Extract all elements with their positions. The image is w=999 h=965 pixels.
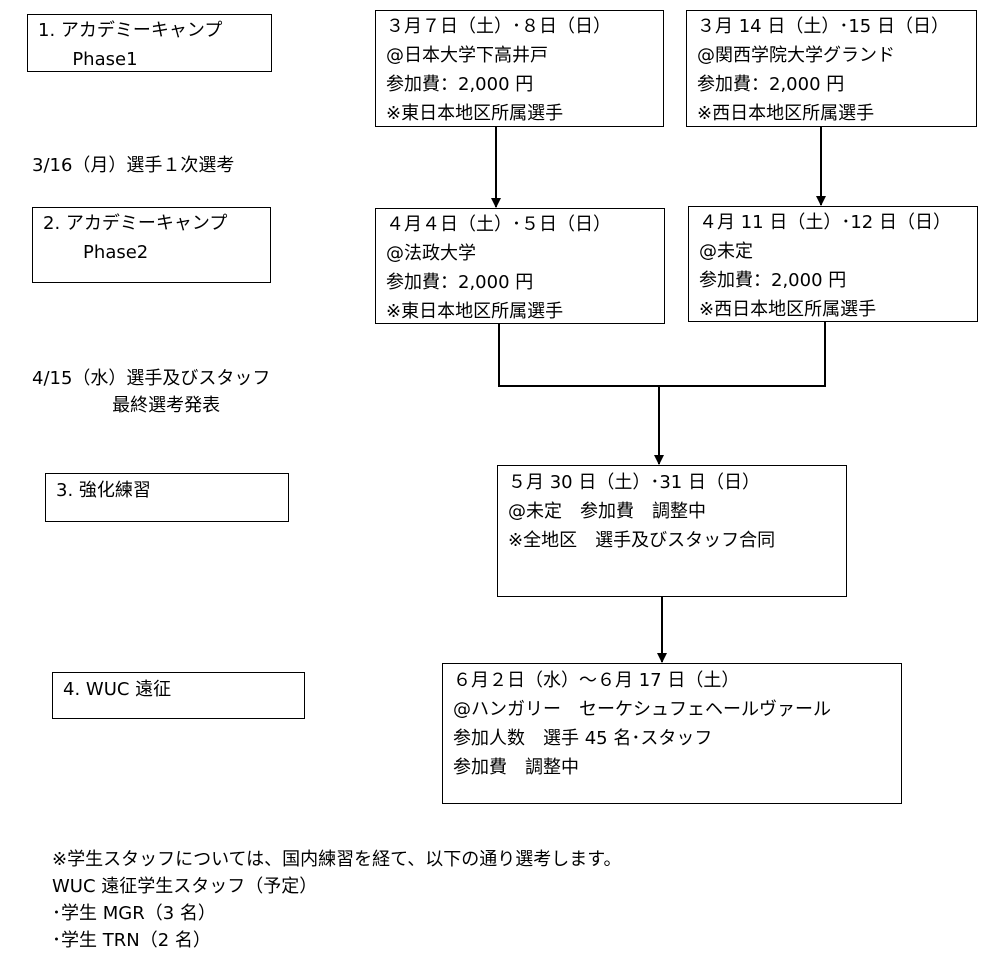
wuc-fee: 参加費 調整中: [453, 757, 579, 778]
phase2-west-venue: @未定: [699, 241, 753, 262]
phase1-east-venue: @日本大学下高井戸: [386, 45, 548, 66]
phase1-west-fee: 参加費：2,000 円: [697, 74, 845, 95]
stage-1-title: 1. アカデミーキャンプ: [38, 20, 223, 41]
phase1-west-box: ３月 14 日（土）･15 日（日） @関西学院大学グランド 参加費：2,000…: [686, 10, 977, 127]
stage-2-box: 2. アカデミーキャンプ Phase2: [32, 207, 271, 283]
stage-2-phase: Phase2: [43, 242, 149, 263]
wuc-venue: @ハンガリー セーケシュフェヘールヴァール: [453, 699, 831, 720]
wuc-date: ６月２日（水）～６月 17 日（土）: [453, 670, 740, 691]
stage-4-title: 4. WUC 遠征: [63, 679, 172, 700]
phase2-east-venue: @法政大学: [386, 243, 476, 264]
phase1-west-date: ３月 14 日（土）･15 日（日）: [697, 16, 949, 37]
final-selection-line-1: 4/15（水）選手及びスタッフ: [32, 368, 271, 389]
stage-4-box: 4. WUC 遠征: [52, 672, 305, 719]
phase2-east-eligibility: ※東日本地区所属選手: [386, 301, 564, 322]
stage-3-title: 3. 強化練習: [56, 480, 151, 501]
footer-line-2: WUC 遠征学生スタッフ（予定）: [52, 876, 318, 897]
stage-3-box: 3. 強化練習: [45, 473, 289, 522]
first-selection-note: 3/16（月）選手１次選考: [32, 152, 234, 179]
phase1-east-date: ３月７日（土）･８日（日）: [386, 16, 611, 37]
final-selection-line-2: 最終選考発表: [32, 395, 221, 416]
stage-1-phase: Phase1: [38, 49, 138, 70]
stage-2-title: 2. アカデミーキャンプ: [43, 213, 228, 234]
footer-line-1: ※学生スタッフについては、国内練習を経て、以下の通り選考します。: [52, 849, 622, 870]
first-selection-text: 3/16（月）選手１次選考: [32, 155, 235, 176]
phase1-west-eligibility: ※西日本地区所属選手: [697, 103, 875, 124]
phase2-west-box: ４月 11 日（土）･12 日（日） @未定 参加費：2,000 円 ※西日本地…: [688, 206, 978, 322]
phase2-west-fee: 参加費：2,000 円: [699, 270, 847, 291]
phase2-west-date: ４月 11 日（土）･12 日（日）: [699, 212, 951, 233]
phase1-west-venue: @関西学院大学グランド: [697, 45, 895, 66]
merge-line-phase2: [498, 322, 826, 387]
footer-note: ※学生スタッフについては、国内練習を経て、以下の通り選考します。 WUC 遠征学…: [52, 846, 621, 954]
final-selection-note: 4/15（水）選手及びスタッフ 最終選考発表: [32, 365, 270, 419]
stage-1-box: 1. アカデミーキャンプ Phase1: [27, 14, 272, 72]
training-box: ５月 30 日（土）･31 日（日） @未定 参加費 調整中 ※全地区 選手及び…: [497, 465, 847, 597]
phase1-east-box: ３月７日（土）･８日（日） @日本大学下高井戸 参加費：2,000 円 ※東日本…: [375, 10, 664, 127]
wuc-box: ６月２日（水）～６月 17 日（土） @ハンガリー セーケシュフェヘールヴァール…: [442, 663, 902, 804]
phase1-east-eligibility: ※東日本地区所属選手: [386, 103, 564, 124]
phase2-east-fee: 参加費：2,000 円: [386, 272, 534, 293]
footer-line-3: ･学生 MGR（3 名）: [52, 903, 216, 924]
phase2-east-date: ４月４日（土）･５日（日）: [386, 214, 611, 235]
phase1-east-fee: 参加費：2,000 円: [386, 74, 534, 95]
training-date: ５月 30 日（土）･31 日（日）: [508, 472, 760, 493]
wuc-participants: 参加人数 選手 45 名･スタッフ: [453, 728, 713, 749]
footer-line-4: ･学生 TRN（2 名）: [52, 930, 211, 951]
phase2-east-box: ４月４日（土）･５日（日） @法政大学 参加費：2,000 円 ※東日本地区所属…: [375, 208, 665, 324]
phase2-west-eligibility: ※西日本地区所属選手: [699, 299, 877, 320]
training-venue-fee: @未定 参加費 調整中: [508, 501, 706, 522]
training-participants: ※全地区 選手及びスタッフ合同: [508, 530, 776, 551]
